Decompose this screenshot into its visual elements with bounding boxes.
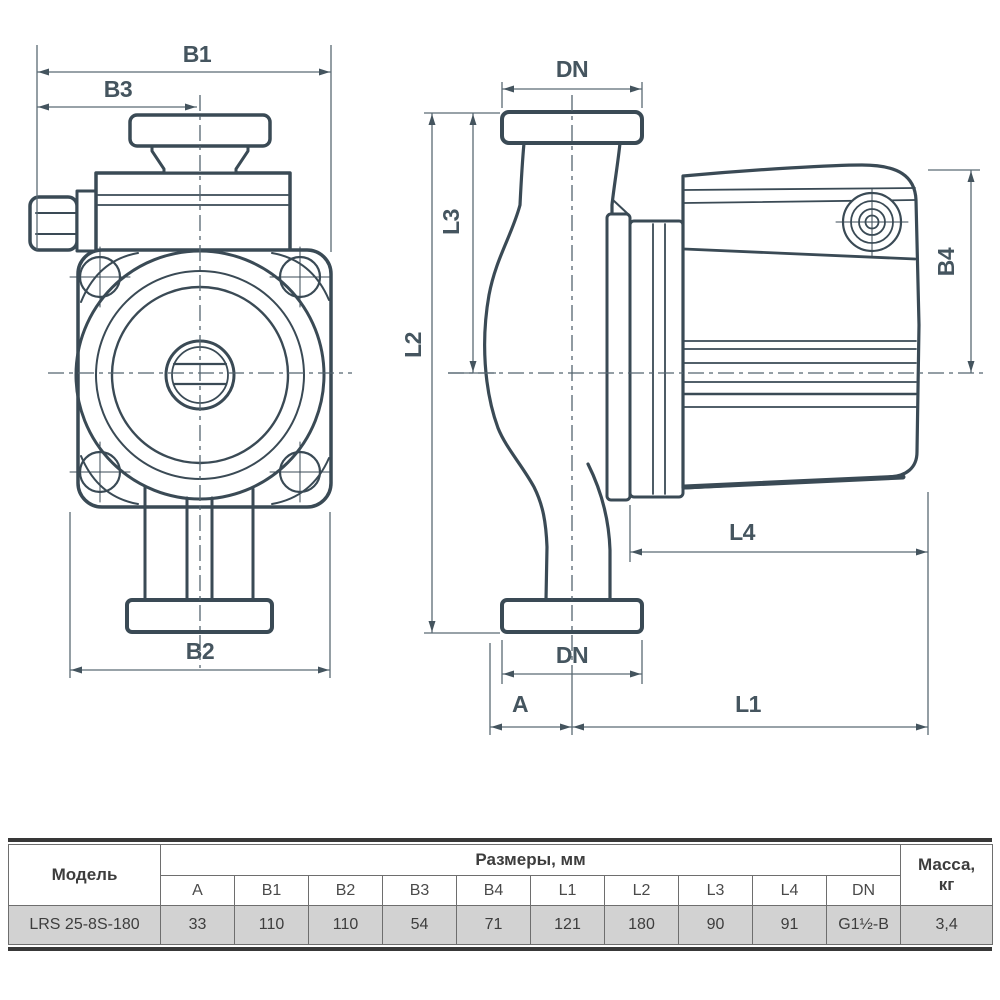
vent-screw xyxy=(835,187,909,259)
table-row: LRS 25-8S-180 33 110 110 54 71 121 180 9… xyxy=(8,905,994,945)
model-column-header: Модель xyxy=(8,844,161,906)
dim-label-b1: B1 xyxy=(183,41,212,67)
front-view-drawing xyxy=(28,113,333,634)
terminal-box xyxy=(94,171,292,253)
dim-label-b4: B4 xyxy=(933,247,959,276)
dim-label-dn-top: DN xyxy=(556,56,588,82)
value-b4: 71 xyxy=(456,905,531,945)
value-b2: 110 xyxy=(308,905,383,945)
mass-value: 3,4 xyxy=(900,905,994,945)
value-l4: 91 xyxy=(752,905,827,945)
gland-connector xyxy=(75,189,99,253)
header-a: A xyxy=(160,875,235,906)
dim-label-b2: B2 xyxy=(186,638,214,664)
sub-header-row: A B1 B2 B3 B4 L1 L2 L3 L4 DN xyxy=(9,875,993,906)
dim-label-l2: L2 xyxy=(400,332,426,358)
dimensions-table: Модель Размеры, мм Масса, кг A B1 B2 B3 … xyxy=(8,844,994,945)
pump-technical-drawing: B1 B3 B2 DN DN L2 L3 B4 L4 A L1 xyxy=(28,41,986,735)
front-lower-pipe xyxy=(143,485,255,602)
dim-label-l3: L3 xyxy=(438,209,464,235)
dim-label-l4: L4 xyxy=(729,519,756,545)
dimensions-column-header: Размеры, мм xyxy=(159,844,902,876)
header-l1: L1 xyxy=(530,875,605,906)
dim-label-b3: B3 xyxy=(104,76,132,102)
header-b2: B2 xyxy=(308,875,383,906)
mass-header-line2: кг xyxy=(938,875,955,894)
model-value: LRS 25-8S-180 xyxy=(8,905,161,945)
dim-label-a: A xyxy=(512,691,528,717)
value-b1: 110 xyxy=(234,905,309,945)
header-b1: B1 xyxy=(234,875,309,906)
header-b4: B4 xyxy=(456,875,531,906)
center-lines xyxy=(48,95,986,668)
header-l4: L4 xyxy=(752,875,827,906)
value-a: 33 xyxy=(160,905,235,945)
value-l3: 90 xyxy=(678,905,753,945)
dimension-arrows xyxy=(38,68,975,731)
side-volute-outline xyxy=(483,141,549,602)
mass-column-header: Масса, кг xyxy=(900,844,994,906)
value-l1: 121 xyxy=(530,905,605,945)
header-dn: DN xyxy=(825,875,902,906)
dimensions-table-wrapper: Модель Размеры, мм Масса, кг A B1 B2 B3 … xyxy=(8,838,994,951)
header-l2: L2 xyxy=(604,875,679,906)
dim-label-l1: L1 xyxy=(735,691,762,717)
bolt-holes xyxy=(69,246,331,503)
header-b3: B3 xyxy=(382,875,457,906)
value-b3: 54 xyxy=(382,905,457,945)
header-l3: L3 xyxy=(678,875,753,906)
dim-label-dn-bottom: DN xyxy=(556,642,588,668)
value-l2: 180 xyxy=(604,905,679,945)
mass-header-line1: Масса, xyxy=(918,855,976,874)
side-view-drawing xyxy=(483,110,921,634)
value-dn: G1½-B xyxy=(825,905,902,945)
